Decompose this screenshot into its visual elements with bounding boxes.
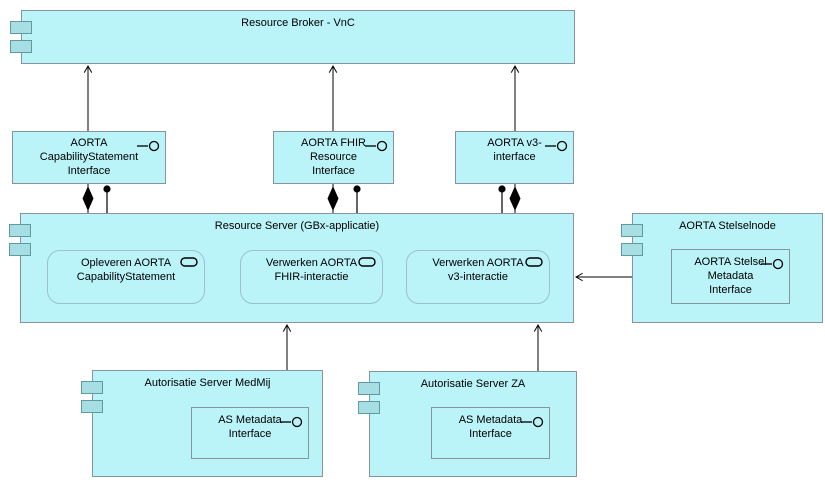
service-label-line: v3-interactie [448,271,508,283]
interface-label-line: Interface [67,165,111,177]
component-icon [358,401,380,414]
component-title: Autorisatie Server MedMij [144,377,271,389]
interface-label-line: Resource [309,151,358,163]
interface-icon [545,140,568,152]
interface-icon [761,258,784,270]
service-verwerken-aorta-fhir-interactie[interactable]: Verwerken AORTA FHIR-interactie [240,250,383,304]
component-icon [621,243,643,256]
service-label-line: Verwerken AORTA [432,257,524,269]
interface-as-metadata-medmij[interactable]: AS Metadata Interface [191,407,309,459]
application-service-icon [358,257,376,267]
composition-diamond-cap [82,186,94,211]
component-title: Autorisatie Server ZA [420,378,526,390]
interface-label-line: Interface [312,165,355,177]
interface-label-line: Interface [709,284,752,296]
interface-label-line: AORTA [70,137,108,149]
interface-label-line: Metadata [707,270,754,282]
component-icon [10,21,32,34]
service-opleveren-aorta-capabilitystatement[interactable]: Opleveren AORTA CapabilityStatement [47,250,205,304]
component-icon [621,224,643,237]
service-label-line: Verwerken AORTA [265,257,358,269]
service-label-line: CapabilityStatement [76,271,176,283]
component-icon [9,243,31,256]
component-title: Resource Server (GBx-applicatie) [214,220,380,232]
component-title: Resource Broker - VnC [241,17,355,29]
component-icon [81,381,103,394]
assignment-ball-v3 [498,185,506,193]
assignment-ball-fhir [353,185,361,193]
interface-icon [521,416,544,428]
composition-diamond-fhir [327,186,339,211]
interface-label-line: AORTA FHIR [301,137,366,149]
component-icon [10,40,32,53]
component-title: AORTA Stelselnode [679,220,776,232]
interface-label-line: Interface [469,428,512,440]
interface-icon [280,416,303,428]
interface-label-line: interface [493,151,536,163]
interface-as-metadata-za[interactable]: AS Metadata Interface [431,407,550,459]
interface-aorta-stelsel-metadata[interactable]: AORTA Stelsel Metadata Interface [671,249,790,304]
application-service-icon [180,257,198,267]
assignment-ball-cap [103,185,111,193]
component-icon [358,382,380,395]
component-icon [81,400,103,413]
component-icon [9,224,31,237]
service-label-line: FHIR-interactie [274,271,349,283]
interface-label-line: AORTA Stelsel [694,256,767,268]
interface-aorta-fhir-resource[interactable]: AORTA FHIR Resource Interface [273,131,394,184]
component-resource-broker[interactable]: Resource Broker - VnC [10,10,575,64]
interface-icon [137,140,160,152]
interface-label-line: AORTA v3- [487,137,542,149]
interface-label-line: Interface [228,428,272,440]
service-verwerken-aorta-v3-interactie[interactable]: Verwerken AORTA v3-interactie [406,250,550,304]
interface-label-line: AS Metadata [218,414,282,426]
interface-label-line: AS Metadata [458,414,523,426]
service-label-line: Opleveren AORTA [80,257,172,269]
interface-label-line: CapabilityStatement [39,151,139,163]
interface-icon [365,140,388,152]
interface-aorta-v3[interactable]: AORTA v3- interface [455,131,574,184]
composition-diamond-v3 [509,186,521,211]
application-service-icon [525,257,543,267]
interface-aorta-capabilitystatement[interactable]: AORTA CapabilityStatement Interface [12,131,166,184]
